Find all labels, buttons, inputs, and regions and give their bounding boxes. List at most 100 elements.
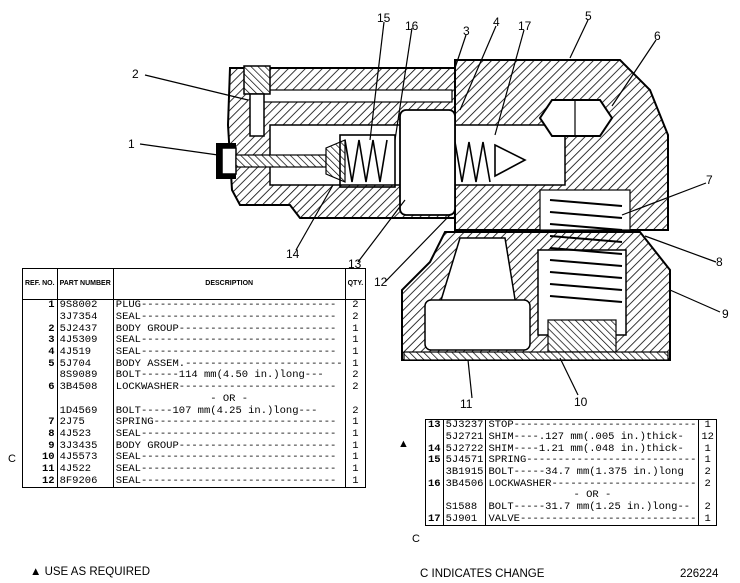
spring-valve	[454, 141, 527, 183]
desc-cell: SHIM----.127 mm(.005 in.)thick-	[485, 432, 700, 444]
ref-cell	[425, 501, 444, 514]
ref-cell: 3	[22, 335, 58, 347]
desc-cell: SPRING---------------------------	[485, 455, 700, 467]
ref-cell	[425, 490, 444, 502]
qty-cell: 1	[352, 451, 359, 464]
callout-13: 13	[348, 257, 362, 271]
callout-8: 8	[716, 255, 723, 269]
desc-cell: BOLT-----107 mm(4.25 in.)long---	[113, 405, 346, 417]
desc-cell: SEAL-------------------------------	[113, 347, 346, 359]
desc-cell: BOLT-----34.7 mm(1.375 in.)long	[485, 467, 700, 479]
part-cell: 4J522	[57, 464, 114, 476]
desc-cell: LOCKWASHER-----------------------	[485, 478, 700, 491]
ref-cell: 17	[425, 513, 444, 526]
callout-7: 7	[706, 173, 713, 187]
callout-1: 1	[128, 137, 135, 151]
qty-cell: 2	[704, 477, 711, 490]
or-cell: - OR -	[113, 393, 346, 406]
indicates-change-note: C INDICATES CHANGE	[420, 568, 545, 580]
desc-cell: PLUG-------------------------------	[113, 299, 346, 312]
ref-cell: 4	[22, 347, 58, 359]
callout-14: 14	[286, 247, 300, 261]
desc-cell: SEAL-------------------------------	[113, 429, 346, 441]
qty-cell: 2	[352, 381, 359, 394]
part-cell: 1D4569	[57, 405, 114, 417]
part-cell: 5J2722	[443, 443, 487, 456]
desc-cell: SEAL-------------------------------	[113, 452, 346, 464]
qty-cell: 2	[352, 311, 359, 324]
desc-cell: VALVE----------------------------	[485, 513, 700, 526]
spring-small	[339, 134, 396, 188]
qty-cell: 1	[352, 416, 359, 429]
ref-cell: 7	[22, 417, 58, 429]
ref-cell: 16	[425, 478, 444, 491]
qty-cell: 2	[704, 501, 711, 514]
desc-cell: SPRING-----------------------------	[113, 417, 346, 429]
qty-cell: 1	[352, 334, 359, 347]
table-row: - OR -	[425, 490, 717, 502]
ref-cell: 15	[425, 455, 444, 467]
desc-cell: BODY GROUP-------------------------	[113, 440, 346, 452]
ref-cell: 11	[22, 464, 58, 476]
triangle-marker: ▲	[398, 438, 409, 450]
change-marker-right: C	[412, 533, 420, 545]
qty-cell: 1	[704, 419, 711, 432]
callout-2: 2	[132, 67, 139, 81]
callout-16: 16	[405, 19, 419, 33]
use-as-required-note: ▲ USE AS REQUIRED	[30, 566, 151, 578]
ref-cell	[22, 393, 58, 406]
ref-cell: 13	[425, 419, 444, 432]
ref-cell	[22, 311, 58, 324]
part-cell: 5J2721	[443, 432, 487, 444]
part-cell: S1588	[443, 502, 487, 514]
qty-cell	[699, 490, 717, 502]
ref-cell: 5	[22, 358, 58, 371]
ref-cell	[22, 370, 58, 382]
qty-cell: 1	[704, 442, 711, 455]
ref-cell	[22, 405, 58, 417]
part-cell	[443, 490, 487, 502]
ref-cell	[425, 431, 444, 444]
ref-cell: 8	[22, 429, 58, 441]
callout-numbers: 1 2 3 4 5 6 7 8 9 10 11 12 13 14 15 16 1…	[128, 9, 729, 411]
plug	[216, 143, 237, 179]
desc-cell: SHIM----1.21 mm(.048 in.)thick-	[485, 443, 700, 456]
or-cell: - OR -	[485, 490, 700, 502]
part-cell: 2J75	[57, 417, 114, 429]
desc-cell: BOLT------114 mm(4.50 in.)long---	[113, 370, 346, 382]
desc-cell: SEAL-------------------------------	[113, 312, 346, 324]
qty-cell: 1	[704, 454, 711, 467]
part-cell: 8S9089	[57, 370, 114, 382]
part-cell: 3B4506	[443, 478, 487, 491]
qty-cell: 2	[352, 404, 359, 417]
spring-large	[549, 199, 623, 303]
ref-cell	[425, 466, 444, 479]
bolt-head	[538, 99, 614, 137]
qty-cell: 1	[704, 512, 711, 525]
ref-cell: 14	[425, 443, 444, 456]
table-header-row: REF. NO. PART NUMBER DESCRIPTION QTY.	[22, 268, 366, 300]
callout-15: 15	[377, 11, 391, 25]
qty-cell: 1	[352, 427, 359, 440]
desc-cell: STOP-----------------------------	[485, 419, 700, 432]
